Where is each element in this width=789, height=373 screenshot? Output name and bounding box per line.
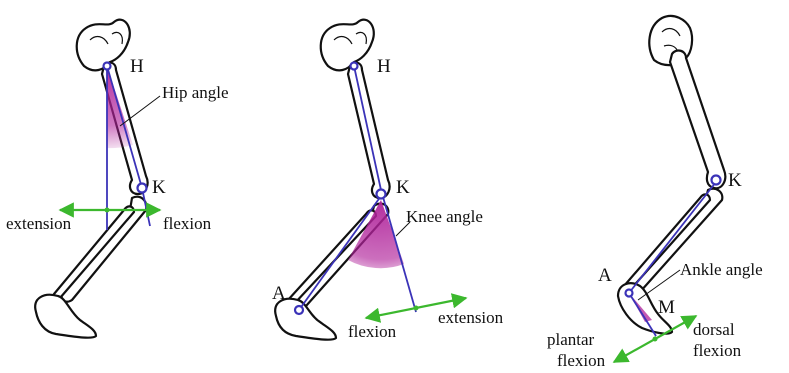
dorsal-label-line1: dorsal [693,320,735,339]
ankle-panel: K A M Ankle angle plantar flexion dorsal… [547,16,763,370]
knee-label-a: A [272,283,286,304]
hip-label-k: K [152,177,166,198]
knee-extension-label: extension [438,308,504,327]
foot-drawing [35,295,96,338]
ankle-joint-marker [295,306,303,314]
plantar-label-line2: flexion [557,351,606,370]
plantar-label-line1: plantar [547,330,595,349]
knee-joint-marker [377,190,386,199]
hip-panel: H K Hip angle extension flexion [6,20,229,338]
ankle-joint-marker [626,290,633,297]
knee-joint-marker [712,176,721,185]
pelvis-drawing [321,20,374,71]
ankle-angle-label: Ankle angle [680,260,763,279]
femur-drawing [670,51,725,189]
knee-panel: H K A Knee angle flexion extension [272,20,504,341]
thigh-segment-line [354,66,381,190]
knee-arrow-center-dot [414,306,419,311]
knee-joint-marker [138,184,147,193]
knee-label-k: K [396,177,410,198]
ankle-label-k: K [728,170,742,191]
knee-label-h: H [377,56,391,77]
knee-angle-label: Knee angle [406,207,483,226]
hip-extension-label: extension [6,214,72,233]
hip-label-h: H [130,56,144,77]
shank-drawing [53,197,146,302]
dorsal-label-line2: flexion [693,341,742,360]
hip-joint-marker [351,63,358,70]
ankle-arrow-center-dot [653,337,658,342]
hip-arrow-center-dot [105,208,110,213]
ankle-label-a: A [598,265,612,286]
ankle-label-m: M [658,297,675,318]
hip-joint-marker [104,63,111,70]
hip-angle-label: Hip angle [162,83,229,102]
hip-flexion-label: flexion [163,214,212,233]
foot-drawing [275,299,336,340]
knee-flexion-label: flexion [348,322,397,341]
pelvis-drawing [77,20,130,71]
